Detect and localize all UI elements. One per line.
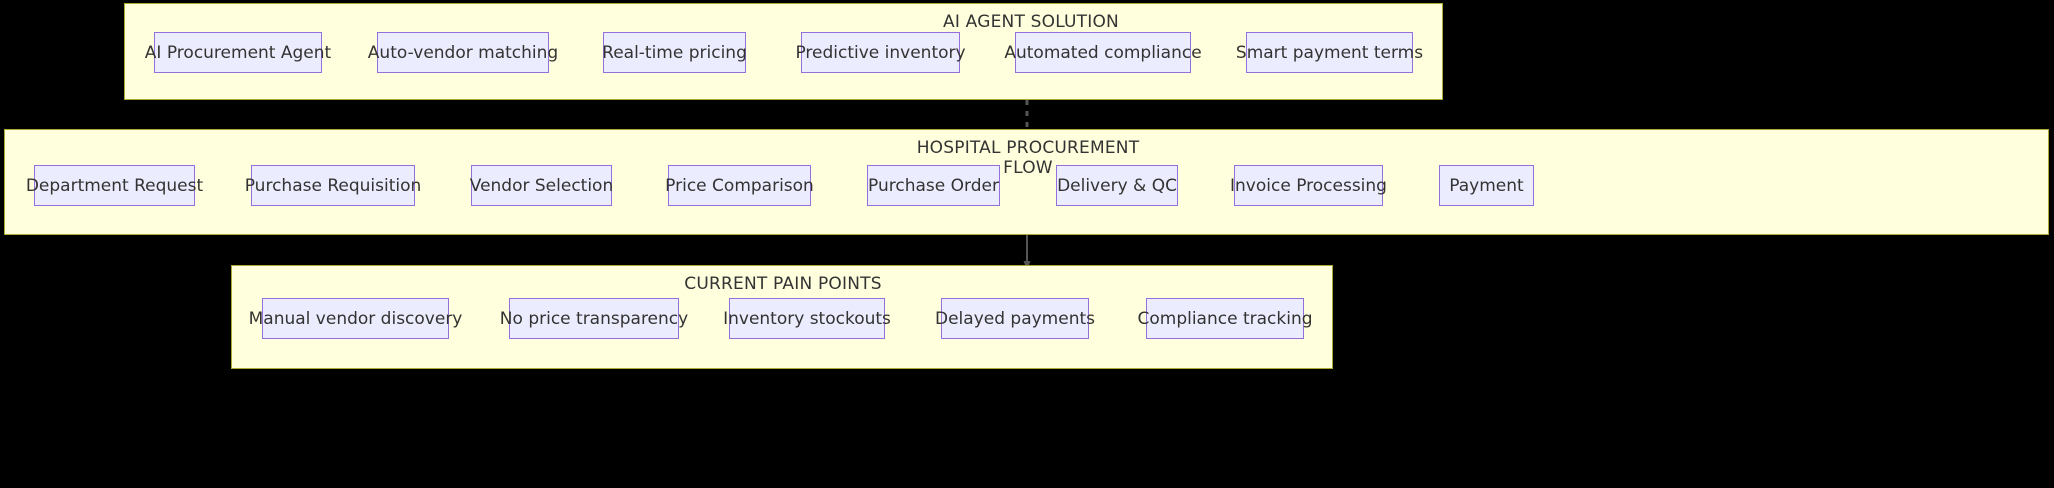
node-no-price-transparency[interactable]: No price transparency [500,298,688,339]
node-purchase-requisition[interactable]: Purchase Requisition [245,165,421,206]
node-vendor-selection[interactable]: Vendor Selection [470,165,613,206]
node-delivery-qc[interactable]: Delivery & QC [1056,165,1178,206]
node-price-comparison[interactable]: Price Comparison [665,165,814,206]
node-predictive-inventory[interactable]: Predictive inventory [795,32,966,73]
node-invoice-processing[interactable]: Invoice Processing [1230,165,1387,206]
node-smart-payment-terms[interactable]: Smart payment terms [1236,32,1423,73]
node-department-request[interactable]: Department Request [26,165,203,206]
node-payment[interactable]: Payment [1439,165,1534,206]
node-ai-procurement-agent[interactable]: AI Procurement Agent [145,32,331,73]
node-delayed-payments[interactable]: Delayed payments [935,298,1095,339]
node-real-time-pricing[interactable]: Real-time pricing [602,32,747,73]
node-automated-compliance[interactable]: Automated compliance [1004,32,1202,73]
node-compliance-tracking[interactable]: Compliance tracking [1137,298,1313,339]
node-inventory-stockouts[interactable]: Inventory stockouts [723,298,891,339]
subgraph-title-current-pain-points: CURRENT PAIN POINTS [684,274,882,294]
node-manual-vendor-discovery[interactable]: Manual vendor discovery [249,298,462,339]
node-purchase-order[interactable]: Purchase Order [867,165,1000,206]
node-auto-vendor-matching[interactable]: Auto-vendor matching [368,32,558,73]
subgraph-title-ai-agent-solution: AI AGENT SOLUTION [943,12,1119,32]
